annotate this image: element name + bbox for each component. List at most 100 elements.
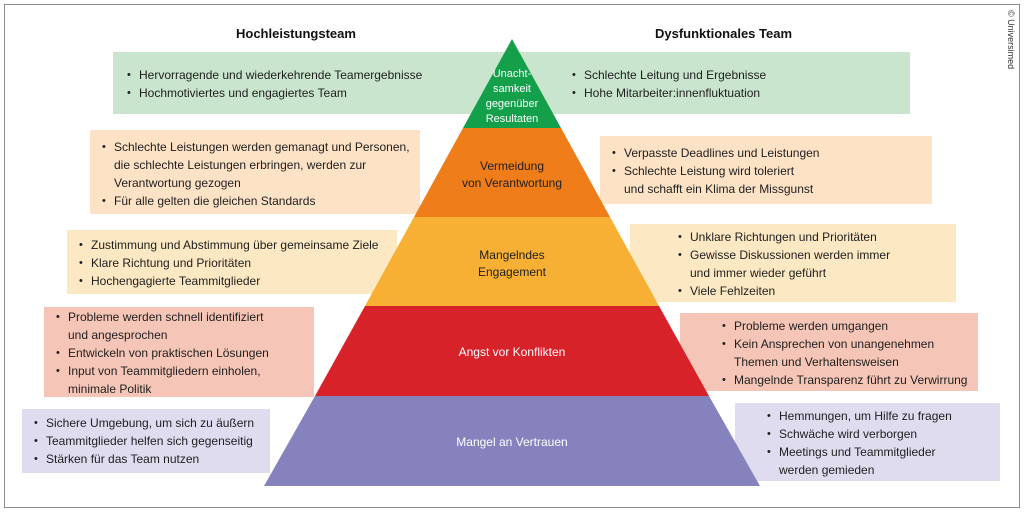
bullet-text-line: und schafft ein Klima der Missgunst — [624, 182, 814, 196]
header-dysfunctional-team: Dysfunktionales Team — [655, 26, 793, 41]
bullet-text-line: Zustimmung und Abstimmung über gemeinsam… — [91, 238, 379, 252]
pyramid-label-line: Angst vor Konflikten — [458, 345, 566, 359]
pyramid-label-level-5: Mangel an Vertrauen — [456, 434, 567, 451]
left-bullet-list: Hervorragende und wiederkehrende Teamerg… — [123, 66, 513, 102]
right-bullet-list: Probleme werden umgangenKein Ansprechen … — [718, 317, 978, 389]
bullet-item: Verpasste Deadlines und Leistungen — [608, 144, 932, 162]
left-box-level-3: Zustimmung und Abstimmung über gemeinsam… — [67, 230, 397, 294]
right-bullet-list: Unklare Richtungen und PrioritätenGewiss… — [674, 228, 956, 300]
bullet-text-line: Stärken für das Team nutzen — [46, 452, 200, 466]
bullet-item: Schlechte Leitung und Ergebnisse — [568, 66, 910, 84]
bullet-item: Unklare Richtungen und Prioritäten — [674, 228, 956, 246]
bullet-item: Hochmotiviertes und engagiertes Team — [123, 84, 513, 102]
right-box-level-4: Probleme werden umgangenKein Ansprechen … — [680, 313, 978, 391]
bullet-text-line: Schlechte Leistung wird toleriert — [624, 164, 795, 178]
bullet-text-line: Klare Richtung und Prioritäten — [91, 256, 252, 270]
left-box-level-4: Probleme werden schnell identifiziert und… — [44, 307, 314, 397]
pyramid-label-line: gegenüber — [485, 98, 539, 110]
bullet-item: Mangelnde Transparenz führt zu Verwirrun… — [718, 371, 978, 389]
bullet-item: Zustimmung und Abstimmung über gemeinsam… — [75, 236, 397, 254]
left-bullet-list: Zustimmung und Abstimmung über gemeinsam… — [75, 236, 397, 290]
bullet-text-line: Probleme werden umgangen — [734, 319, 889, 333]
right-bullet-list: Hemmungen, um Hilfe zu fragenSchwäche wi… — [763, 407, 1000, 479]
bullet-item: Probleme werden umgangen — [718, 317, 978, 335]
left-box-level-5: Sichere Umgebung, um sich zu äußernTeamm… — [22, 409, 270, 473]
right-box-level-1: Schlechte Leitung und ErgebnisseHohe Mit… — [520, 52, 910, 114]
bullet-item: Sichere Umgebung, um sich zu äußern — [30, 414, 270, 432]
pyramid-label-line: samkeit — [493, 83, 531, 95]
bullet-text-line: und immer wieder geführt — [690, 266, 827, 280]
bullet-text-line: Hervorragende und wiederkehrende Teamerg… — [139, 68, 423, 82]
bullet-item: Input von Teammitgliedern einholen, minim… — [52, 362, 314, 398]
bullet-item: Entwickeln von praktischen Lösungen — [52, 344, 314, 362]
right-box-level-5: Hemmungen, um Hilfe zu fragenSchwäche wi… — [735, 403, 1000, 481]
bullet-item: Hemmungen, um Hilfe zu fragen — [763, 407, 1000, 425]
pyramid-label-level-2: Vermeidung von Verantwortung — [462, 158, 562, 192]
pyramid-label-line: Mangelndes — [479, 248, 545, 262]
bullet-item: Schwäche wird verborgen — [763, 425, 1000, 443]
bullet-item: Stärken für das Team nutzen — [30, 450, 270, 468]
bullet-text-line: Meetings und Teammitglieder — [779, 445, 936, 459]
bullet-text-line: Hochmotiviertes und engagiertes Team — [139, 86, 347, 100]
bullet-text-line: Mangelnde Transparenz führt zu Verwirrun… — [734, 373, 968, 387]
bullet-text-line: Teammitglieder helfen sich gegenseitig — [46, 434, 253, 448]
pyramid-level-4 — [315, 306, 709, 396]
pyramid-label-line: Engagement — [477, 265, 547, 279]
left-bullet-list: Sichere Umgebung, um sich zu äußernTeamm… — [30, 414, 270, 468]
pyramid-level-1 — [463, 39, 561, 128]
bullet-text-line: Verpasste Deadlines und Leistungen — [624, 146, 820, 160]
bullet-text-line: Input von Teammitgliedern einholen, — [68, 364, 261, 378]
bullet-item: Schlechte Leistung wird toleriert und sch… — [608, 162, 932, 198]
pyramid-level-2 — [414, 128, 610, 217]
bullet-text-line: Hemmungen, um Hilfe zu fragen — [779, 409, 952, 423]
bullet-text-line: Sichere Umgebung, um sich zu äußern — [46, 416, 255, 430]
left-box-level-2: Schlechte Leistungen werden gemanagt und… — [90, 130, 420, 214]
pyramid-level-3 — [365, 217, 659, 306]
bullet-text-line: Unklare Richtungen und Prioritäten — [690, 230, 877, 244]
pyramid-label-line: von Verantwortung — [461, 176, 563, 190]
bullet-item: Probleme werden schnell identifiziert und… — [52, 308, 314, 344]
bullet-text-line: minimale Politik — [68, 382, 152, 396]
bullet-text-line: Entwickeln von praktischen Lösungen — [68, 346, 269, 360]
pyramid-label-line: Vermeidung — [479, 159, 545, 173]
pyramid-label-line: Mangel an Vertrauen — [456, 435, 568, 449]
bullet-item: Gewisse Diskussionen werden immer und imm… — [674, 246, 956, 282]
bullet-text-line: Für alle gelten die gleichen Standards — [114, 194, 316, 208]
right-box-level-3: Unklare Richtungen und PrioritätenGewiss… — [630, 224, 956, 302]
bullet-text-line: Probleme werden schnell identifiziert — [68, 310, 264, 324]
bullet-text-line: und angesprochen — [68, 328, 168, 342]
bullet-item: Hervorragende und wiederkehrende Teamerg… — [123, 66, 513, 84]
bullet-text-line: Schwäche wird verborgen — [779, 427, 918, 441]
bullet-text-line: Schlechte Leistungen werden gemanagt und… — [114, 140, 410, 154]
bullet-text-line: Themen und Verhaltensweisen — [734, 355, 899, 369]
bullet-text-line: Viele Fehlzeiten — [690, 284, 776, 298]
pyramid-label-level-4: Angst vor Konflikten — [459, 344, 566, 361]
bullet-text-line: die schlechte Leistungen erbringen, werd… — [114, 158, 367, 172]
header-high-performance-team: Hochleistungsteam — [236, 26, 356, 41]
pyramid-level-5 — [264, 396, 760, 486]
bullet-text-line: Verantwortung gezogen — [114, 176, 241, 190]
left-box-level-1: Hervorragende und wiederkehrende Teamerg… — [113, 52, 513, 114]
bullet-text-line: Hochengagierte Teammitglieder — [91, 274, 261, 288]
bullet-item: Für alle gelten die gleichen Standards — [98, 192, 420, 210]
pyramid-label-line: Resultaten — [485, 113, 539, 125]
right-bullet-list: Verpasste Deadlines und LeistungenSchlec… — [608, 144, 932, 198]
bullet-item: Teammitglieder helfen sich gegenseitig — [30, 432, 270, 450]
bullet-text-line: Hohe Mitarbeiter:innenfluktuation — [584, 86, 761, 100]
left-bullet-list: Probleme werden schnell identifiziert und… — [52, 308, 314, 398]
pyramid-label-line: Unacht- — [492, 68, 532, 80]
bullet-item: Hochengagierte Teammitglieder — [75, 272, 397, 290]
bullet-text-line: Schlechte Leitung und Ergebnisse — [584, 68, 767, 82]
bullet-item: Hohe Mitarbeiter:innenfluktuation — [568, 84, 910, 102]
bullet-item: Klare Richtung und Prioritäten — [75, 254, 397, 272]
right-bullet-list: Schlechte Leitung und ErgebnisseHohe Mit… — [568, 66, 910, 102]
bullet-item: Viele Fehlzeiten — [674, 282, 956, 300]
right-box-level-2: Verpasste Deadlines und LeistungenSchlec… — [600, 136, 932, 204]
left-bullet-list: Schlechte Leistungen werden gemanagt und… — [98, 138, 420, 210]
bullet-text-line: Gewisse Diskussionen werden immer — [690, 248, 891, 262]
